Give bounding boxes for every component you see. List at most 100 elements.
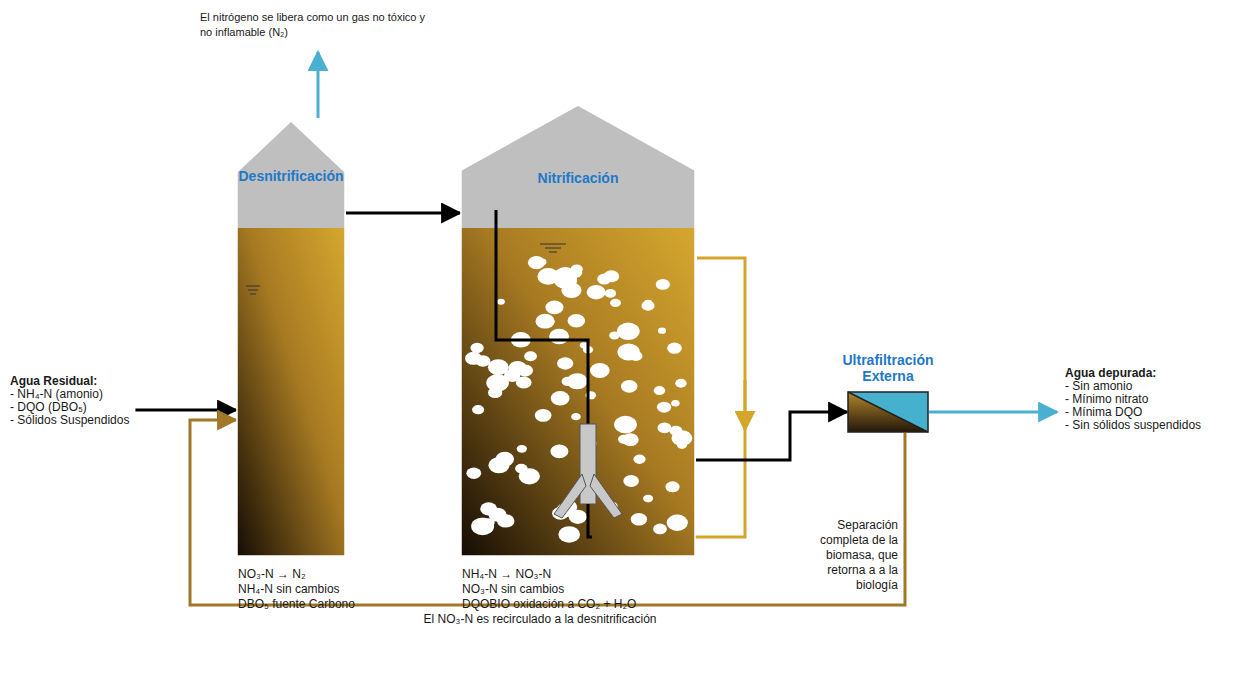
reaction-text: NO₃-N → N₂ bbox=[238, 567, 438, 582]
air-bubble bbox=[614, 416, 637, 434]
air-bubble bbox=[488, 457, 509, 473]
list-item: - Mínima DQO bbox=[1065, 406, 1250, 419]
list-item: - Sin amonio bbox=[1065, 380, 1250, 393]
air-bubble bbox=[675, 379, 686, 388]
air-bubble bbox=[618, 435, 630, 444]
air-bubble bbox=[557, 357, 573, 369]
air-bubble bbox=[536, 314, 555, 329]
air-bubble bbox=[550, 445, 568, 459]
air-bubble bbox=[657, 422, 671, 433]
air-bubble bbox=[466, 468, 481, 479]
reaction-text: DQOBIO oxidación a CO₂ + H₂O bbox=[462, 597, 702, 612]
air-bubble bbox=[671, 400, 679, 406]
air-bubble bbox=[605, 289, 616, 298]
reaction-text: DBO₅ fuente Carbono bbox=[238, 597, 438, 612]
diffuser bbox=[580, 424, 596, 504]
air-bubble bbox=[524, 351, 537, 361]
air-bubble bbox=[475, 355, 490, 367]
reaction-text: NH₄-N sin cambios bbox=[238, 582, 438, 597]
air-bubble bbox=[538, 259, 547, 266]
ultrafiltration-unit: Ultrafiltración Externa bbox=[820, 352, 956, 434]
heading: Agua depurada: bbox=[1065, 367, 1250, 380]
diffuser-pipe bbox=[588, 504, 592, 537]
air-bubble bbox=[470, 343, 483, 353]
air-bubble bbox=[535, 409, 552, 422]
air-bubble bbox=[497, 514, 514, 527]
gas-arrow bbox=[317, 52, 320, 118]
air-bubble bbox=[631, 513, 647, 526]
heading: Agua Residual: bbox=[10, 375, 180, 388]
list-item: - Sólidos Suspendidos bbox=[10, 414, 180, 427]
water-level bbox=[540, 244, 566, 252]
connector bbox=[929, 411, 1057, 414]
air-bubble bbox=[669, 426, 682, 436]
air-bubble bbox=[643, 495, 653, 503]
list-item: - Sin sólidos suspendidos bbox=[1065, 419, 1250, 432]
air-bubble bbox=[654, 386, 665, 395]
reaction-text: NH₄-N → NO₃-N bbox=[462, 567, 702, 582]
air-bubble bbox=[617, 343, 639, 360]
tank-roof bbox=[237, 121, 345, 228]
air-pipe bbox=[496, 210, 588, 424]
air-bubble bbox=[617, 323, 640, 340]
denitrification-tank: Desnitrificación bbox=[236, 120, 346, 557]
reaction-text: NO₃-N sin cambios bbox=[462, 582, 702, 597]
air-bubble bbox=[515, 364, 523, 370]
membrane-line bbox=[848, 392, 928, 432]
air-bubble bbox=[471, 518, 494, 536]
membrane-outline bbox=[848, 392, 928, 432]
air-bubble bbox=[656, 279, 670, 290]
connector bbox=[346, 212, 460, 215]
air-bubble bbox=[551, 391, 570, 405]
air-bubble bbox=[667, 515, 688, 531]
air-bubble bbox=[587, 285, 606, 300]
list-item: - Mínimo nitrato bbox=[1065, 393, 1250, 406]
membrane bbox=[847, 391, 929, 433]
permeate bbox=[848, 392, 928, 432]
heading: Ultrafiltración Externa bbox=[820, 352, 956, 384]
heading: Nitrificación bbox=[460, 170, 696, 186]
air-bubble bbox=[558, 526, 580, 543]
air-bubble bbox=[658, 328, 666, 334]
water-level bbox=[246, 286, 260, 294]
air-bubble bbox=[497, 299, 505, 305]
air-bubble bbox=[633, 455, 645, 464]
air-bubble bbox=[621, 380, 637, 393]
tank-liquid bbox=[237, 228, 345, 556]
air-bubble bbox=[641, 301, 654, 311]
list-item: - NH₄-N (amonio) bbox=[10, 388, 180, 401]
air-bubble bbox=[590, 363, 610, 378]
tank-outline bbox=[237, 121, 345, 556]
connector bbox=[135, 409, 236, 412]
air-bubble bbox=[488, 387, 502, 398]
air-bubble bbox=[653, 524, 667, 535]
air-bubble bbox=[610, 299, 621, 307]
air-bubble bbox=[517, 445, 527, 453]
air-bubble bbox=[677, 441, 687, 449]
air-bubble bbox=[571, 413, 581, 420]
air-bubble bbox=[665, 481, 679, 492]
air-bubble bbox=[561, 283, 581, 299]
note: Separación completa de la biomasa, que r… bbox=[788, 518, 898, 593]
note: El nitrógeno se libera como un gas no tó… bbox=[200, 10, 440, 40]
nitrification-tank: Nitrificación bbox=[460, 104, 696, 557]
air-bubble bbox=[554, 267, 577, 285]
input-text: Agua Residual:- NH₄-N (amonio)- DQO (DBO… bbox=[10, 375, 180, 427]
diffuser-arm bbox=[590, 474, 622, 518]
air-bubble bbox=[488, 359, 509, 375]
output-text: Agua depurada:- Sin amonio- Mínimo nitra… bbox=[1065, 367, 1250, 432]
air-bubble bbox=[657, 402, 671, 413]
air-bubble bbox=[597, 274, 611, 285]
diffuser-arm bbox=[554, 474, 586, 518]
list-item: - DQO (DBO₅) bbox=[10, 401, 180, 414]
air-bubble bbox=[549, 329, 569, 344]
air-bubble bbox=[515, 464, 528, 474]
air-bubble bbox=[562, 377, 574, 386]
air-bubble bbox=[472, 405, 484, 414]
air-bubble bbox=[667, 343, 682, 354]
tank-roof bbox=[461, 105, 695, 228]
retentate bbox=[848, 392, 928, 432]
tank-outline bbox=[461, 105, 695, 556]
recirculation-arrow bbox=[744, 380, 747, 430]
air-bubble bbox=[545, 300, 563, 314]
